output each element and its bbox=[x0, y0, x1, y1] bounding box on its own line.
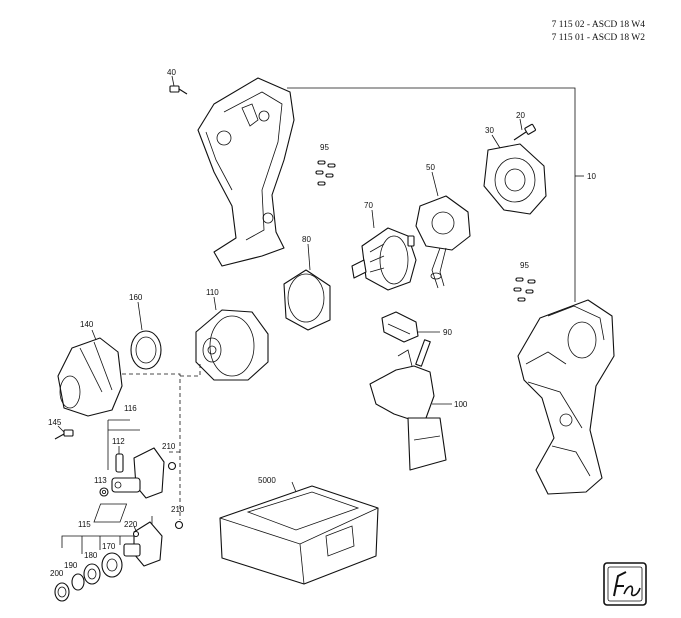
label-5000: 5000 bbox=[258, 476, 276, 485]
leader-10 bbox=[287, 87, 584, 302]
label-170: 170 bbox=[102, 542, 116, 551]
label-95-top: 95 bbox=[320, 143, 329, 152]
housing-assembly-10 bbox=[517, 299, 615, 495]
end-cover-30 bbox=[483, 134, 547, 215]
spring-180 bbox=[83, 563, 101, 585]
gear-housing-110 bbox=[195, 296, 269, 381]
label-30: 30 bbox=[485, 126, 494, 135]
screw-145 bbox=[54, 425, 74, 440]
pins-95-top bbox=[315, 160, 336, 186]
carry-case-5000 bbox=[93, 481, 379, 585]
electronics-board-50 bbox=[415, 171, 471, 289]
label-200: 200 bbox=[50, 569, 64, 578]
label-116: 116 bbox=[124, 404, 137, 413]
label-180: 180 bbox=[84, 551, 98, 560]
label-210-upper: 210 bbox=[162, 442, 176, 451]
label-190: 190 bbox=[64, 561, 78, 570]
spring-113 bbox=[99, 487, 109, 497]
screw-20 bbox=[513, 118, 537, 141]
label-112: 112 bbox=[112, 437, 125, 446]
label-115: 115 bbox=[78, 520, 91, 529]
model-line-1: 7 115 02 - ASCD 18 W4 bbox=[551, 20, 645, 30]
housing-half-left bbox=[197, 77, 295, 267]
ring-200 bbox=[54, 582, 70, 602]
motor-70 bbox=[351, 209, 417, 291]
anvil-115-group bbox=[61, 516, 163, 567]
label-80: 80 bbox=[302, 235, 311, 244]
sleeve-170 bbox=[101, 552, 123, 578]
label-160: 160 bbox=[129, 293, 143, 302]
label-110: 110 bbox=[206, 288, 219, 297]
ball-210-lower bbox=[174, 520, 184, 530]
label-95-right: 95 bbox=[520, 261, 529, 270]
seal-ring-160 bbox=[130, 301, 162, 370]
ball-210-upper bbox=[167, 461, 177, 471]
label-140: 140 bbox=[80, 320, 94, 329]
fein-logo-icon bbox=[603, 562, 647, 606]
front-cover-140 bbox=[57, 329, 123, 417]
switch-100 bbox=[369, 339, 452, 471]
label-100: 100 bbox=[454, 400, 468, 409]
label-210-lower: 210 bbox=[171, 505, 185, 514]
label-70: 70 bbox=[364, 201, 373, 210]
anvil-116 bbox=[107, 419, 165, 499]
label-220: 220 bbox=[124, 520, 138, 529]
label-40: 40 bbox=[167, 68, 176, 77]
label-113: 113 bbox=[94, 476, 107, 485]
model-line-2: 7 115 01 - ASCD 18 W2 bbox=[551, 33, 645, 43]
pins-95-right bbox=[513, 277, 536, 302]
switch-cover-90 bbox=[381, 311, 440, 343]
label-145: 145 bbox=[48, 418, 62, 427]
screw-40 bbox=[169, 75, 188, 95]
label-10: 10 bbox=[587, 172, 596, 181]
ring-80 bbox=[283, 243, 331, 331]
washer-190 bbox=[71, 573, 85, 591]
assembly-guide-lines bbox=[122, 364, 201, 520]
label-20: 20 bbox=[516, 111, 525, 120]
pin-112 bbox=[115, 446, 124, 473]
label-90: 90 bbox=[443, 328, 452, 337]
label-50: 50 bbox=[426, 163, 435, 172]
